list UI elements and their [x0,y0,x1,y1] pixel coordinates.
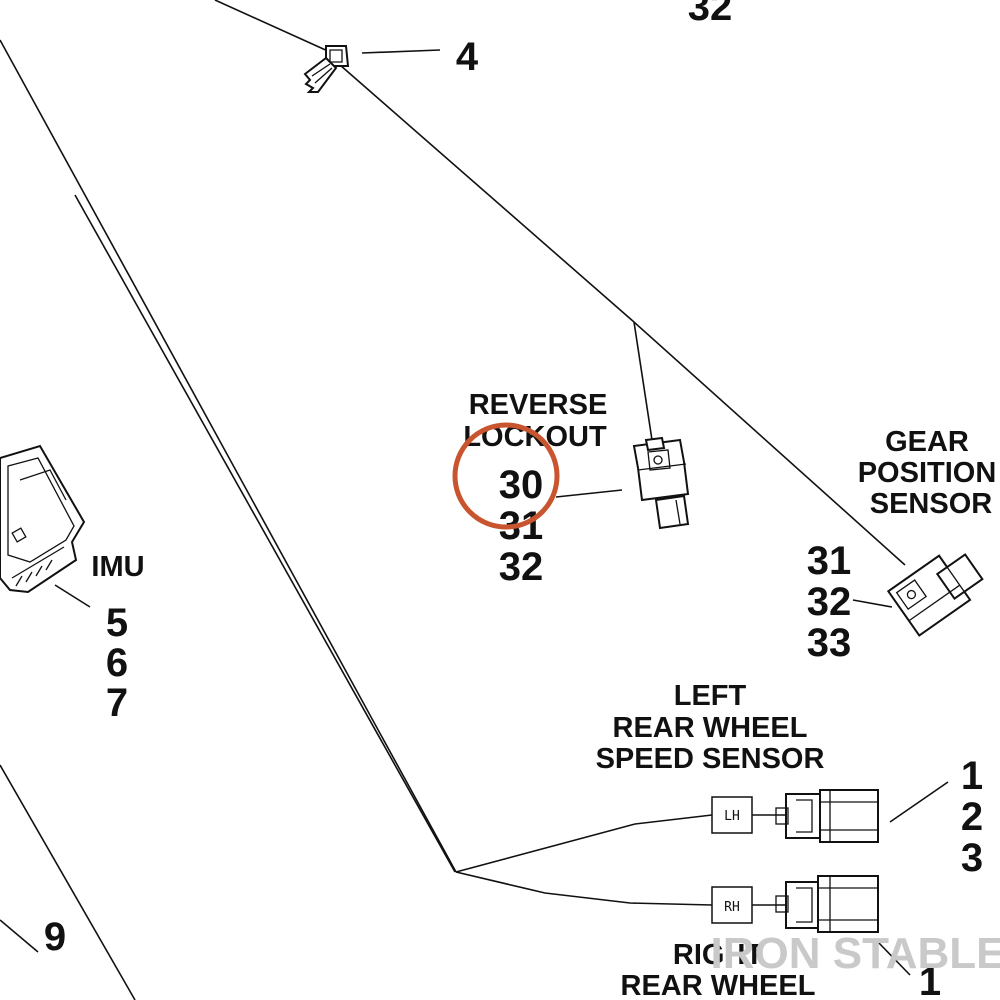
wire-lower-left [0,764,136,1000]
leader-imu [54,584,91,608]
rh-tag-text: RH [724,900,740,915]
reverse-lockout-callout-30: 30 [499,463,544,507]
reverse-lockout-title-line1: REVERSE [469,389,608,421]
lh-tag: LH [711,796,753,834]
left-wheel-title-line1: LEFT [674,680,747,712]
wire-top-to-clip [214,0,331,53]
lh-tag-text: LH [724,809,740,824]
callout-clip-4: 4 [456,35,479,79]
imu-module-icon [0,444,86,594]
right-wheel-callout-1: 1 [919,960,941,1000]
wire-main-trunk [0,39,457,873]
right-wheel-title-line2: REAR WHEEL [621,970,816,1000]
callout-9: 9 [44,915,66,959]
gear-sensor-callout-31: 31 [807,539,852,583]
gear-sensor-callout-33: 33 [807,621,852,665]
gear-sensor-title-line1: GEAR [885,426,969,458]
gear-position-sensor-connector-icon [886,553,984,637]
reverse-lockout-callout-32: 32 [499,545,544,589]
imu-callout-5: 5 [106,601,128,645]
gear-sensor-title-line2: POSITION [858,457,997,489]
leader-left-wheel [889,781,949,823]
wire-branch-reverse-lockout [633,321,653,441]
leader-9 [0,919,39,953]
gear-sensor-callout-32: 32 [807,580,852,624]
push-clip-icon [303,45,350,93]
imu-callout-6: 6 [106,641,128,685]
wire-long-diagonal [74,194,456,873]
imu-title: IMU [91,551,144,583]
rh-tag: RH [711,886,753,924]
leader-reverse-lockout [555,489,623,498]
harness-wires [0,0,949,1000]
highlight-circle [452,422,560,530]
wire-clip-to-gear-sensor [339,64,906,566]
right-wheel-speed-connector-icon [775,875,879,933]
reverse-lockout-connector-icon [632,436,690,530]
leader-clip-4 [361,49,441,54]
wire-to-right-wheel-sensor [455,871,713,906]
leader-gear-sensor [852,599,893,608]
left-wheel-speed-connector-icon [775,789,879,843]
left-wheel-callout-3: 3 [961,836,983,880]
right-wheel-title-line1: RIGHT [673,939,764,971]
wire-to-left-wheel-sensor [455,814,713,873]
imu-callout-7: 7 [106,681,128,725]
leader-right-wheel [877,941,911,976]
left-wheel-title-line2: REAR WHEEL [613,712,808,744]
watermark: IRON STABLE [711,929,1000,978]
callout-top-32: 32 [688,0,733,29]
left-wheel-callout-1: 1 [961,754,983,798]
left-wheel-title-line3: SPEED SENSOR [596,743,825,775]
left-wheel-callout-2: 2 [961,795,983,839]
gear-sensor-title-line3: SENSOR [870,488,993,520]
